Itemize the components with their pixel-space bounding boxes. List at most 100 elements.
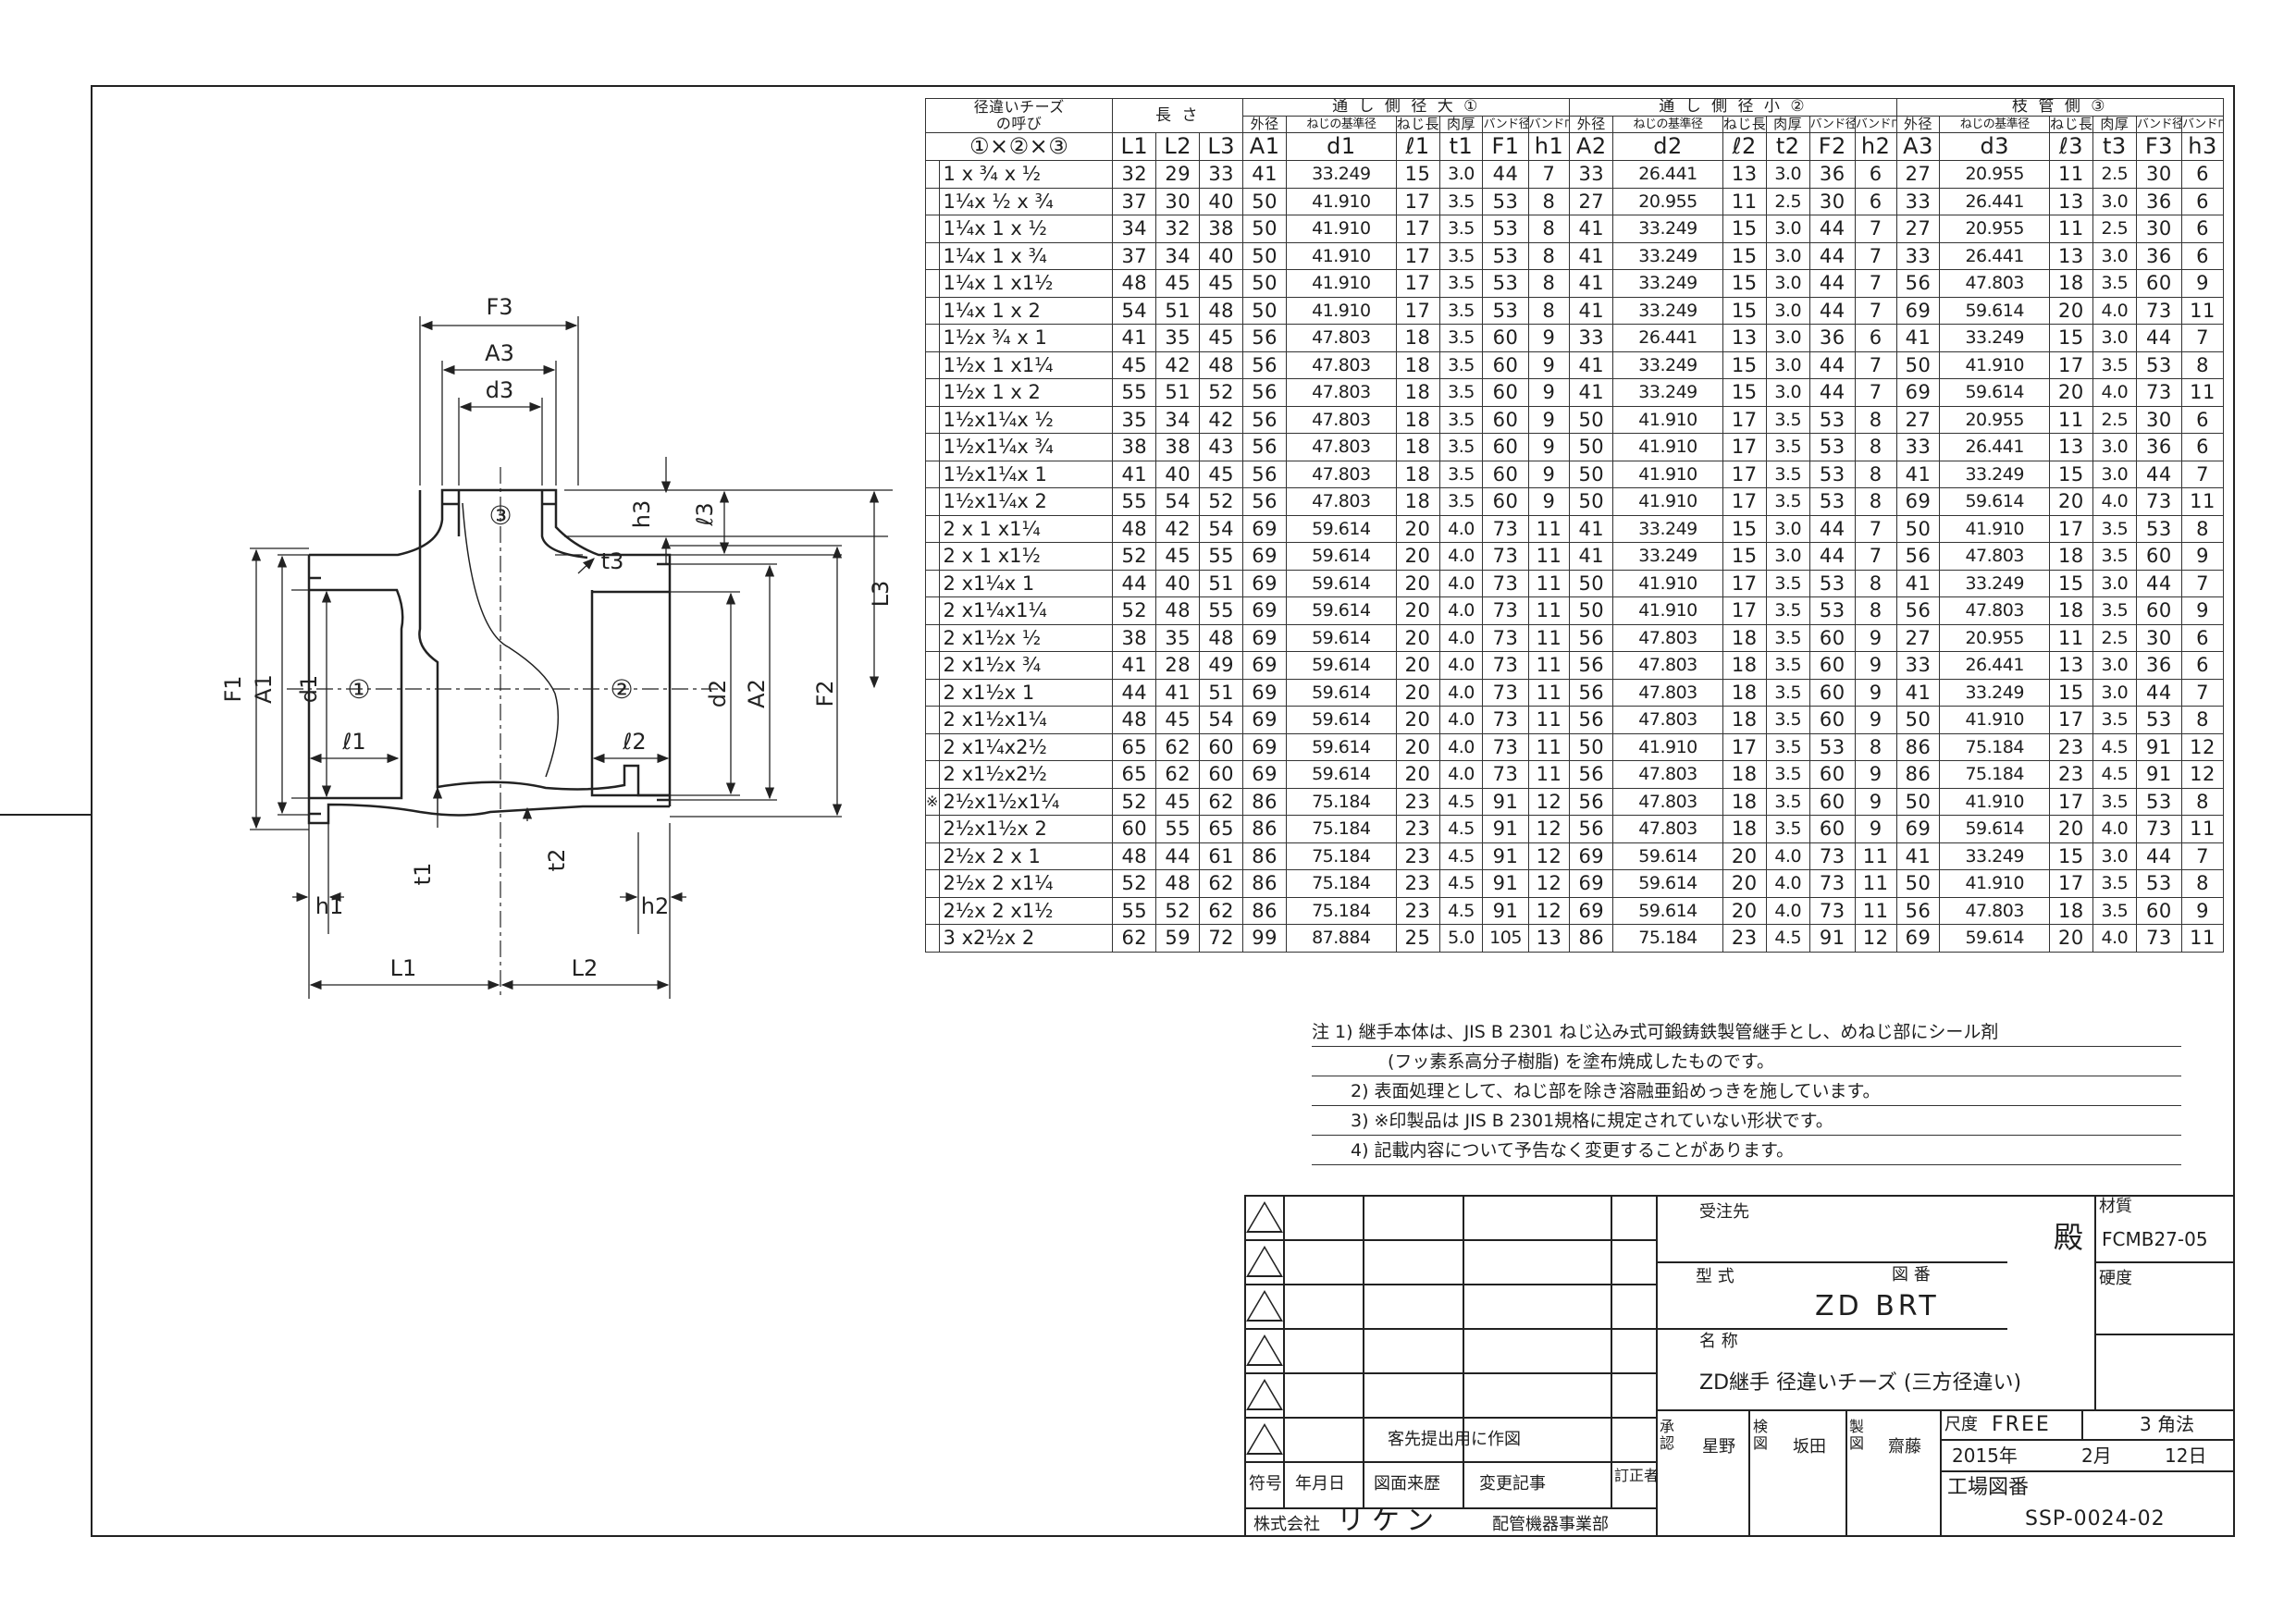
table-cell: 41 <box>1112 324 1157 352</box>
table-cell: 50 <box>1569 460 1614 488</box>
material-value: FCMB27-05 <box>2102 1228 2208 1250</box>
dim-h1: h1 <box>315 893 343 919</box>
size-designation: 2 x1¼x2½ <box>938 732 1114 761</box>
table-cell: 73 <box>1808 869 1856 898</box>
table-cell: 75.184 <box>1939 760 2050 789</box>
table-cell: 33.249 <box>1939 569 2050 597</box>
table-cell: 3.5 <box>1438 215 1484 243</box>
table-cell: 41.910 <box>1612 405 1723 434</box>
table-cell: 33.249 <box>1612 514 1723 543</box>
table-cell: 18 <box>2048 596 2093 625</box>
table-cell: 35 <box>1112 405 1157 434</box>
row-mark <box>925 269 940 298</box>
subheader-1-5: バンド径 <box>1482 115 1529 133</box>
table-cell: 62 <box>1155 732 1201 761</box>
table-cell: 12 <box>1527 842 1571 870</box>
column-header: h2 <box>1854 132 1897 161</box>
table-cell: 41 <box>1112 651 1157 680</box>
table-cell: 23 <box>1395 787 1440 816</box>
group2-header: 通 し 側 径 小 ② <box>1569 98 1897 117</box>
table-cell: 13 <box>2048 651 2093 680</box>
table-cell: 30 <box>2135 215 2183 243</box>
table-cell: 72 <box>1199 924 1244 953</box>
size-designation: 2 x 1 x1¼ <box>938 514 1114 543</box>
table-cell: 37 <box>1112 187 1157 215</box>
row-mark <box>925 460 940 488</box>
col-name-header: 径違いチーズの呼び <box>924 98 1114 133</box>
table-cell: 3.5 <box>1765 487 1810 516</box>
table-cell: 4.0 <box>1438 760 1484 789</box>
table-cell: 27 <box>1895 215 1941 243</box>
table-cell: 56 <box>1569 651 1614 680</box>
table-cell: 44 <box>2135 842 2183 870</box>
table-cell: 47.803 <box>1612 706 1723 734</box>
table-cell: 53 <box>1808 596 1856 625</box>
table-cell: 3.0 <box>1765 215 1810 243</box>
table-cell: 6 <box>1854 160 1897 189</box>
length-header: 長 さ <box>1112 98 1244 133</box>
table-cell: 4.0 <box>1438 569 1484 597</box>
table-cell: 3.5 <box>1765 678 1810 707</box>
table-cell: 3.0 <box>2092 842 2137 870</box>
table-cell: 44 <box>1808 514 1856 543</box>
table-cell: 13 <box>2048 241 2093 270</box>
size-designation: 1½x1¼x ½ <box>938 405 1114 434</box>
table-cell: 51 <box>1199 569 1244 597</box>
table-cell: 48 <box>1199 296 1244 325</box>
table-cell: 47.803 <box>1612 787 1723 816</box>
table-cell: 18 <box>1395 487 1440 516</box>
table-cell: 11 <box>1527 651 1571 680</box>
table-cell: 15 <box>1722 350 1767 379</box>
table-cell: 59.614 <box>1286 514 1397 543</box>
table-cell: 33.249 <box>1286 160 1397 189</box>
table-cell: 60 <box>1482 433 1529 461</box>
table-cell: 4.0 <box>2092 378 2137 407</box>
column-header: ℓ1 <box>1395 132 1440 161</box>
size-designation: 1¼x ½ x ¾ <box>938 187 1114 215</box>
dim-t2: t2 <box>544 849 570 872</box>
table-cell: 50 <box>1895 787 1941 816</box>
table-cell: 59.614 <box>1286 596 1397 625</box>
table-cell: 41 <box>1895 678 1941 707</box>
rev-corrector-header: 訂正者 <box>1614 1467 1660 1484</box>
table-cell: 60 <box>2135 596 2183 625</box>
table-cell: 56 <box>1895 596 1941 625</box>
table-cell: 91 <box>1482 787 1529 816</box>
table-cell: 3.5 <box>1765 596 1810 625</box>
table-cell: 44 <box>1155 842 1201 870</box>
table-cell: 42 <box>1155 514 1201 543</box>
table-cell: 3.5 <box>2092 706 2137 734</box>
table-cell: 6 <box>2181 241 2224 270</box>
size-designation: 2 x1½x1¼ <box>938 706 1114 734</box>
table-cell: 3.5 <box>1438 378 1484 407</box>
row-mark <box>925 324 940 352</box>
table-cell: 69 <box>1895 815 1941 843</box>
table-cell: 47.803 <box>1612 760 1723 789</box>
subheader-1-3: ねじ長さ <box>1395 115 1440 133</box>
table-cell: 53 <box>2135 869 2183 898</box>
table-cell: 44 <box>1808 350 1856 379</box>
table-cell: 73 <box>2135 296 2183 325</box>
table-cell: 59.614 <box>1939 924 2050 953</box>
size-designation: 1¼x 1 x ½ <box>938 215 1114 243</box>
table-cell: 73 <box>1482 706 1529 734</box>
note-1: 注 1) 継手本体は、JIS B 2301 ねじ込み式可鍛鋳鉄製管継手とし、めね… <box>1312 1017 2181 1047</box>
table-cell: 9 <box>1527 460 1571 488</box>
table-cell: 41 <box>1569 215 1614 243</box>
table-cell: 73 <box>1808 896 1856 925</box>
column-header: d3 <box>1939 132 2050 161</box>
table-cell: 11 <box>2181 815 2224 843</box>
row-mark <box>925 487 940 516</box>
subheader-2-5: バンド径 <box>1808 115 1856 133</box>
table-cell: 11 <box>1854 869 1897 898</box>
table-cell: 3.0 <box>1765 160 1810 189</box>
fold-mark <box>0 814 91 816</box>
table-cell: 33.249 <box>1612 241 1723 270</box>
size-designation: 1¼x 1 x ¾ <box>938 241 1114 270</box>
table-cell: 91 <box>2135 760 2183 789</box>
